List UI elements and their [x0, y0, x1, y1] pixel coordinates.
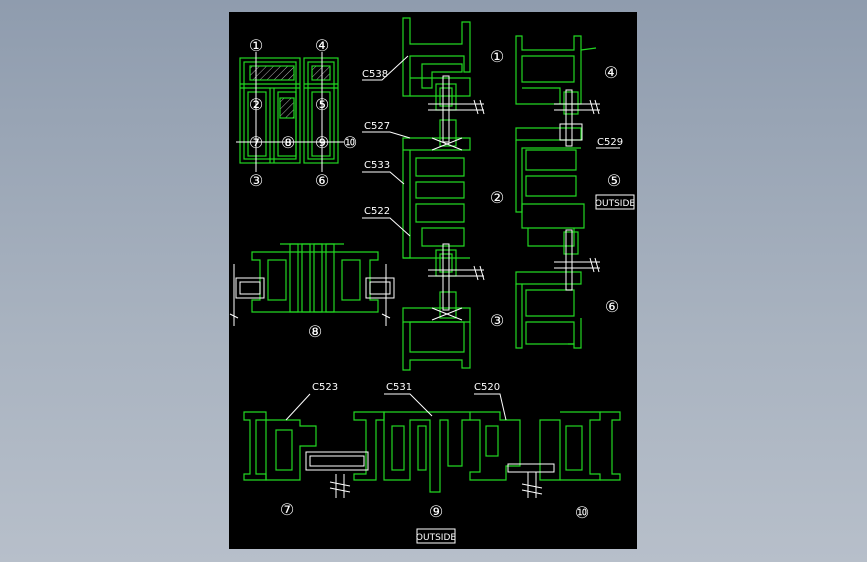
num-2-detail: ②	[490, 188, 504, 207]
num-5-elev: ⑤	[315, 95, 329, 114]
num-5-detail: ⑤	[607, 171, 621, 190]
label-c529: C529	[597, 137, 623, 148]
section-8-glass	[229, 264, 395, 326]
outside-tag-bottom: OUTSIDE	[416, 528, 456, 544]
section-4-5-6	[515, 35, 597, 349]
num-3-detail: ③	[490, 311, 504, 330]
num-7-elev: ⑦	[249, 133, 263, 152]
section-8	[251, 243, 379, 313]
section-7-9-10	[243, 411, 621, 493]
num-10-detail: ⑩	[575, 503, 589, 522]
num-6-detail: ⑥	[605, 297, 619, 316]
profile-labels: C538 C527 C533 C522 C529 C523 C531 C520	[312, 69, 623, 393]
outside-label-right: OUTSIDE	[595, 199, 635, 209]
num-2-elev: ②	[249, 95, 263, 114]
num-1-top: ①	[249, 36, 263, 55]
elevation-numbers: ① ④ ② ⑤ ⑦ ⑧ ⑨ ⑩ ③ ⑥	[249, 36, 357, 190]
label-c522: C522	[364, 206, 390, 217]
num-8-elev: ⑧	[281, 133, 295, 152]
num-9-detail: ⑨	[429, 502, 443, 521]
outside-tag-right: OUTSIDE	[595, 194, 635, 210]
section-7-9-10-glass	[305, 451, 555, 498]
window-elevation	[239, 57, 339, 164]
drawing-sheet	[229, 12, 637, 549]
num-4-top: ④	[315, 36, 329, 55]
label-c520: C520	[474, 382, 500, 393]
num-1-detail: ①	[490, 47, 504, 66]
detail-numbers: ① ④ ② ⑤ ③ ⑥ ⑧ ⑦ ⑨ ⑩	[280, 47, 621, 522]
num-8-detail: ⑧	[308, 322, 322, 341]
label-c527: C527	[364, 121, 390, 132]
num-3-elev: ③	[249, 171, 263, 190]
label-c523: C523	[312, 382, 338, 393]
section-1-2-3	[402, 17, 471, 371]
outside-label-bottom: OUTSIDE	[416, 533, 456, 543]
leader-lines	[285, 55, 620, 421]
num-6-elev: ⑥	[315, 171, 329, 190]
section-1-2-3-glass	[428, 75, 485, 321]
elevation-section-lines	[236, 52, 344, 172]
section-4-5-6-glass	[554, 89, 600, 291]
num-4-detail: ④	[604, 63, 618, 82]
label-c531: C531	[386, 382, 412, 393]
num-9-elev: ⑨	[315, 133, 329, 152]
num-10-elev: ⑩	[343, 133, 357, 152]
num-7-detail: ⑦	[280, 500, 294, 519]
label-c538: C538	[362, 69, 388, 80]
label-c533: C533	[364, 160, 390, 171]
